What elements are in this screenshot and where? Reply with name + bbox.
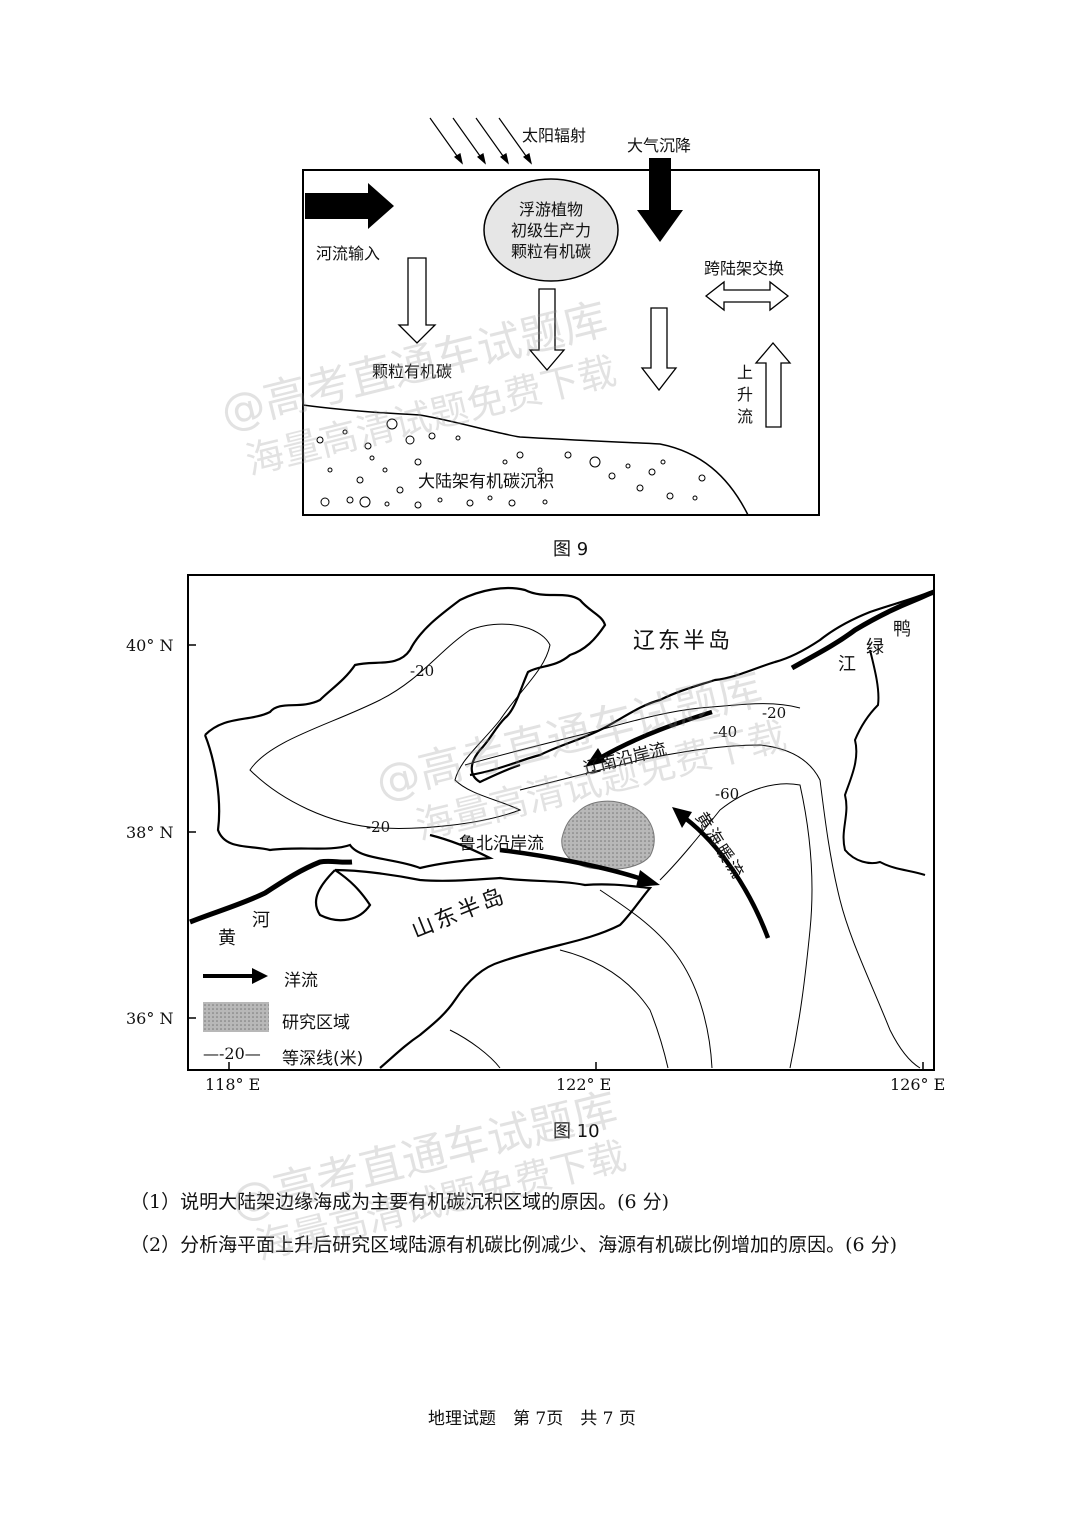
river-input-arrow	[305, 183, 394, 229]
yellow-sea-warm-current-arrow	[683, 816, 771, 939]
isobath-label-20-c: -20	[762, 704, 787, 722]
fig10-frame	[187, 574, 935, 1071]
sediment-label: 大陆架有机碳沉积	[418, 472, 554, 492]
poc-sink-arrow-2	[528, 288, 566, 372]
page-footer: 地理试题 第 7页 共 7 页	[428, 1409, 636, 1429]
ellipse-line-3: 颗粒有机碳	[510, 242, 591, 261]
poc-sink-arrow-1	[397, 257, 437, 344]
coastline-bohai	[203, 586, 607, 870]
atmospheric-deposition-label: 大气沉降	[627, 136, 692, 155]
yalu-river	[790, 589, 935, 671]
lubei-current-label: 鲁北沿岸流	[459, 834, 544, 854]
fig10-caption: 图 10	[553, 1121, 600, 1142]
plankton-text: 浮游植物 初级生产力 颗粒有机碳	[500, 199, 602, 262]
question-1: （1）说明大陆架边缘海成为主要有机碳沉积区域的原因。(6 分)	[130, 1191, 670, 1213]
isobath-label-40: -40	[713, 723, 738, 741]
sediment-particles	[316, 418, 706, 509]
isobaths	[249, 623, 921, 1069]
river-input-label: 河流输入	[316, 244, 381, 263]
fig9-frame	[302, 169, 820, 516]
yalu-label-2: 绿	[866, 637, 884, 658]
lat-38: 38° N	[126, 823, 174, 842]
upwelling-label: 上升流	[736, 363, 753, 426]
yalu-label-3: 江	[838, 654, 856, 675]
lat-40: 40° N	[126, 636, 174, 655]
plankton-ellipse	[483, 178, 619, 282]
liaodong-label: 辽东半岛	[633, 629, 734, 654]
lon-118: 118° E	[205, 1075, 261, 1094]
coastline-korea	[842, 649, 926, 876]
study-area	[561, 800, 655, 870]
huanghe-label-1: 河	[252, 910, 270, 931]
upwelling-arrow	[754, 341, 792, 428]
liaonan-current-arrow	[598, 709, 713, 760]
question-2: （2）分析海平面上升后研究区域陆源有机碳比例减少、海源有机碳比例增加的原因。(6…	[130, 1234, 898, 1256]
isobath-label-60: -60	[715, 785, 740, 803]
legend-current-label: 洋流	[284, 971, 318, 991]
poc-label: 颗粒有机碳	[372, 362, 453, 381]
coastline-shandong	[314, 868, 653, 1069]
legend-contour-symbol: —-20—	[203, 1044, 261, 1063]
isobath-label-20-b: -20	[366, 818, 391, 836]
cross-shelf-exchange-arrow	[704, 280, 790, 312]
ellipse-line-1: 浮游植物	[518, 200, 583, 219]
seabed-line	[302, 404, 749, 516]
yellow-river	[189, 858, 353, 925]
fig9-caption: 图 9	[553, 539, 589, 560]
lon-122: 122° E	[556, 1075, 612, 1094]
solar-radiation-label: 太阳辐射	[522, 126, 587, 145]
huanghe-label-2: 黄	[218, 928, 236, 949]
legend-study-area-label: 研究区域	[282, 1013, 350, 1033]
solar-radiation-arrows	[429, 117, 532, 165]
legend-current-arrowhead	[252, 968, 268, 984]
poc-sink-arrow-3	[640, 307, 678, 392]
legend-study-area-swatch	[203, 1002, 269, 1032]
legend-contour-label: 等深线(米)	[282, 1049, 364, 1069]
atmospheric-deposition-arrow	[637, 158, 683, 242]
cross-shelf-label: 跨陆架交换	[704, 259, 785, 278]
lon-126: 126° E	[890, 1075, 946, 1094]
coastline-liaodong	[469, 590, 931, 777]
lubei-current-arrow	[499, 847, 646, 883]
yalu-label-1: 鸭	[893, 619, 911, 640]
ellipse-line-2: 初级生产力	[510, 221, 591, 240]
isobath-label-20-a: -20	[410, 662, 435, 680]
lat-36: 36° N	[126, 1009, 174, 1028]
